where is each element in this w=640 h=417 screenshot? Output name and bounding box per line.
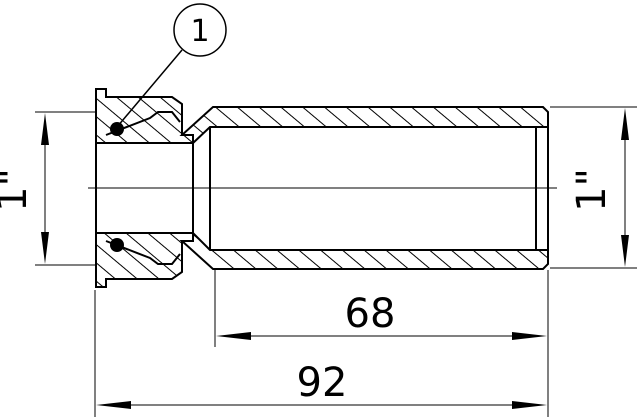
o-ring-top: [110, 122, 124, 136]
right-diameter-dimension: 1": [550, 106, 637, 269]
left-diameter-dimension: 1": [0, 111, 96, 266]
total-length-label: 92: [297, 360, 348, 406]
left-diameter-label: 1": [0, 168, 36, 212]
o-ring-bottom: [110, 238, 124, 252]
tube-length-label: 68: [345, 291, 396, 337]
tube-length-dimension: 68: [214, 270, 549, 417]
total-length-dimension: 92: [94, 290, 547, 417]
part-balloon: 1: [116, 3, 227, 128]
right-diameter-label: 1": [569, 168, 615, 212]
balloon-label: 1: [190, 14, 209, 49]
tube-body: [179, 106, 549, 270]
